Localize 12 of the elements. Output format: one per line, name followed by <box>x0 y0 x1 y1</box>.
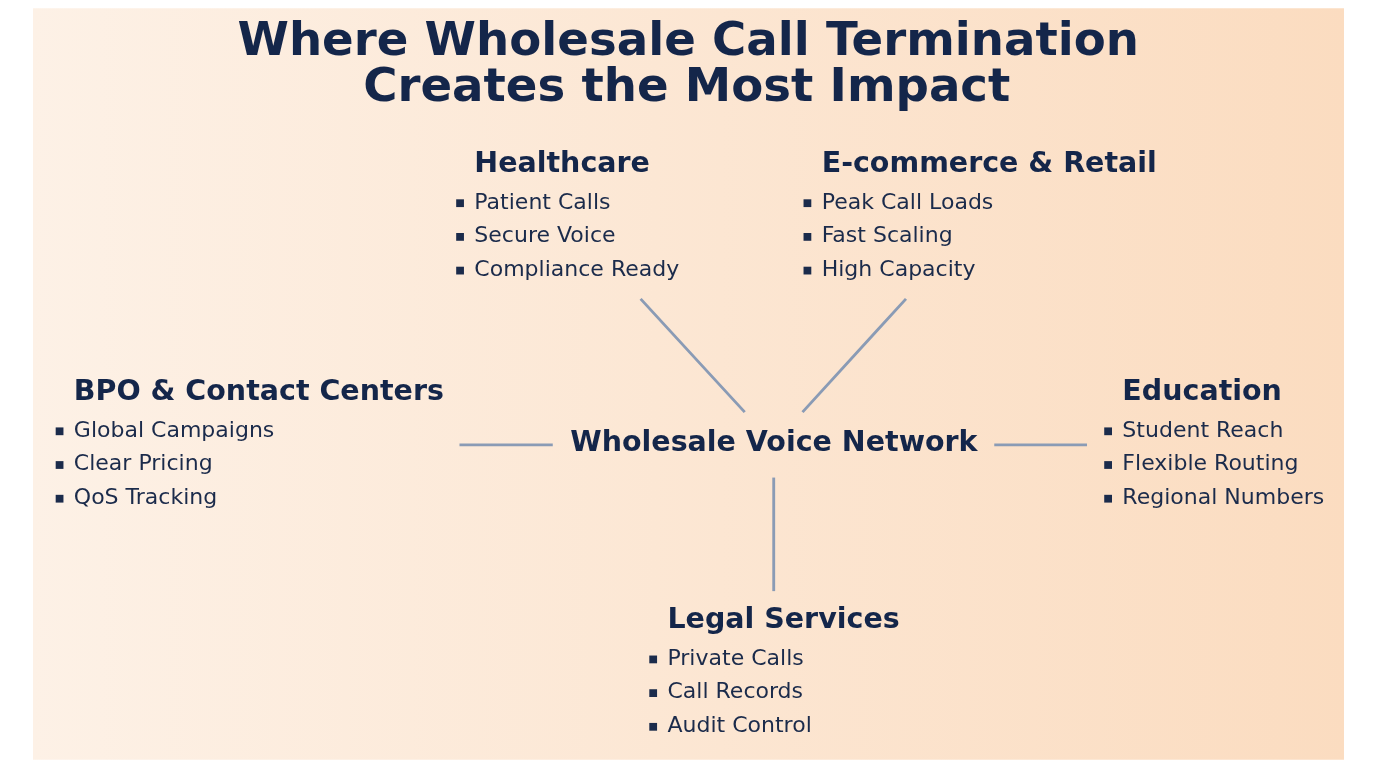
node-text: Healthcare Patient Calls Secure Voice Compliance Ready <box>473 146 679 281</box>
node-text: Wholesale Voice Network <box>569 424 978 458</box>
node-text: E-commerce & Retail Peak Call Loads Fast Scaling High Capacity <box>821 146 1157 281</box>
connector <box>459 443 553 447</box>
node-text: Legal Services Private Calls Call Records Audit Control <box>666 602 900 738</box>
connector <box>639 297 746 414</box>
connector <box>993 443 1087 447</box>
connector <box>800 297 907 414</box>
node-text: Education Student Reach Flexible Routing Regional Numbers <box>1121 374 1324 510</box>
node-text: BPO & Contact Centers Global Campaigns Clear Pricing QoS Tracking <box>73 374 444 510</box>
diagram-title: Where Wholesale Call Termination Creates the Most Impact <box>236 11 1139 113</box>
connector <box>771 477 775 592</box>
